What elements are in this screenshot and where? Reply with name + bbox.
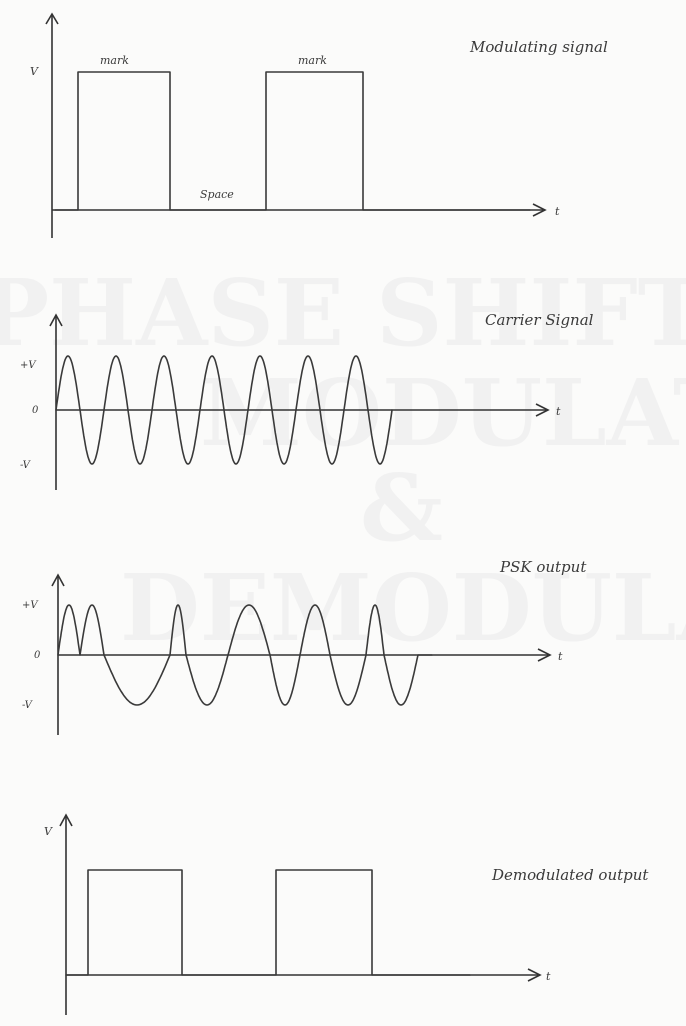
- psk-minus-v-label: -V: [22, 700, 34, 711]
- modulating-title: Modulating signal: [469, 38, 608, 56]
- watermark-line-1: PHASE SHIFT KEY: [0, 259, 686, 367]
- demod-title: Demodulated output: [491, 866, 649, 884]
- demod-y-label: V: [44, 825, 53, 838]
- carrier-zero-label: 0: [32, 405, 39, 416]
- carrier-minus-v-label: -V: [20, 460, 32, 471]
- watermark: PHASE SHIFT KEY MODULATION & DEMODULATIO…: [0, 259, 686, 662]
- watermark-line-3: &: [360, 454, 443, 562]
- carrier-x-arrow: [535, 403, 550, 417]
- mark-label-2: mark: [298, 54, 327, 67]
- psk-title: PSK output: [499, 558, 587, 576]
- carrier-x-label: t: [556, 405, 561, 418]
- modulating-waveform: [54, 71, 531, 211]
- psk-plus-v-label: +V: [22, 600, 39, 611]
- psk-y-arrow: [51, 573, 65, 587]
- carrier-title: Carrier Signal: [485, 311, 594, 329]
- carrier-plus-v-label: +V: [20, 360, 37, 371]
- modulating-x-label: t: [555, 205, 560, 218]
- demod-x-label: t: [546, 970, 551, 983]
- psk-output-panel: +V 0 -V t PSK output: [22, 558, 587, 735]
- modulating-y-label: V: [30, 65, 39, 78]
- modulating-signal-panel: V t mark mark Space Modulating signal: [30, 12, 608, 238]
- demodulated-waveform: [65, 869, 471, 976]
- psk-x-label: t: [558, 650, 563, 663]
- space-label: Space: [200, 188, 234, 201]
- psk-zero-label: 0: [34, 650, 41, 661]
- modulating-x-arrow: [532, 203, 547, 217]
- modulating-y-arrow: [45, 12, 59, 25]
- demod-x-arrow: [527, 968, 542, 982]
- carrier-signal-panel: +V 0 -V t Carrier Signal: [20, 311, 594, 490]
- mark-label-1: mark: [100, 54, 129, 67]
- watermark-line-4: DEMODULATION: [120, 554, 686, 662]
- carrier-y-arrow: [49, 313, 63, 327]
- psk-x-arrow: [537, 648, 552, 662]
- demod-y-arrow: [59, 813, 73, 827]
- demodulated-output-panel: V t Demodulated output: [44, 813, 649, 1015]
- psk-waveform: [57, 604, 433, 706]
- watermark-line-2: MODULATION: [200, 359, 686, 467]
- carrier-waveform: [55, 355, 393, 465]
